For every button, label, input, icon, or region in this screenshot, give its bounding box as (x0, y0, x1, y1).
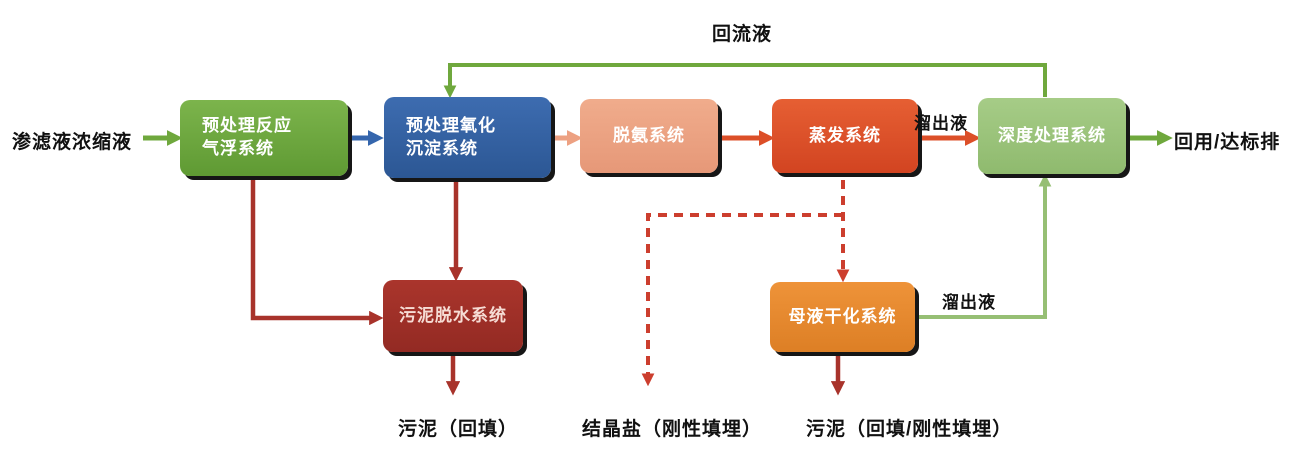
node-text-line1: 预处理反应 (202, 116, 292, 136)
node-text: 深度处理系统 (998, 125, 1106, 145)
node-text: 蒸发系统 (809, 125, 881, 145)
output-stream-label: 回用/达标排 (1174, 132, 1281, 153)
crystal-salt-label: 结晶盐（刚性填埋） (582, 419, 763, 440)
node-text-line1: 预处理氧化 (406, 115, 496, 135)
reflux-label: 回流液 (712, 24, 773, 45)
node-text: 污泥脱水系统 (399, 305, 507, 325)
distillate-label-bottom: 溜出液 (942, 293, 996, 312)
node-evaporation: 蒸发系统 (772, 99, 918, 173)
distillate-label-top: 溜出液 (914, 114, 968, 133)
arrow-reflux-return (443, 63, 1047, 99)
node-advanced-treatment: 深度处理系统 (978, 98, 1126, 174)
node-text: 母液干化系统 (788, 306, 897, 326)
arrow-flotation-to-dewatering (250, 176, 384, 326)
arrow-drying-distillate-to-advanced (915, 173, 1052, 319)
node-text: 脱氨系统 (613, 125, 685, 145)
node-sludge-dewatering: 污泥脱水系统 (383, 280, 523, 352)
node-mother-liquor-drying: 母液干化系统 (770, 282, 915, 352)
node-pretreat-oxidation: 预处理氧化 沉淀系统 (384, 97, 551, 178)
sludge-backfill-rigid-label: 污泥（回填/刚性填埋） (806, 419, 1013, 440)
input-stream-label: 渗滤液浓缩液 (12, 132, 133, 153)
sludge-backfill-label: 污泥（回填） (398, 419, 519, 440)
node-text-line2: 气浮系统 (202, 139, 274, 158)
node-text-line2: 沉淀系统 (406, 138, 478, 158)
node-pretreat-flotation: 预处理反应 气浮系统 (180, 100, 348, 176)
arrow-evaporation-to-salt-dashed (641, 213, 843, 387)
node-deammonia: 脱氨系统 (580, 99, 718, 173)
